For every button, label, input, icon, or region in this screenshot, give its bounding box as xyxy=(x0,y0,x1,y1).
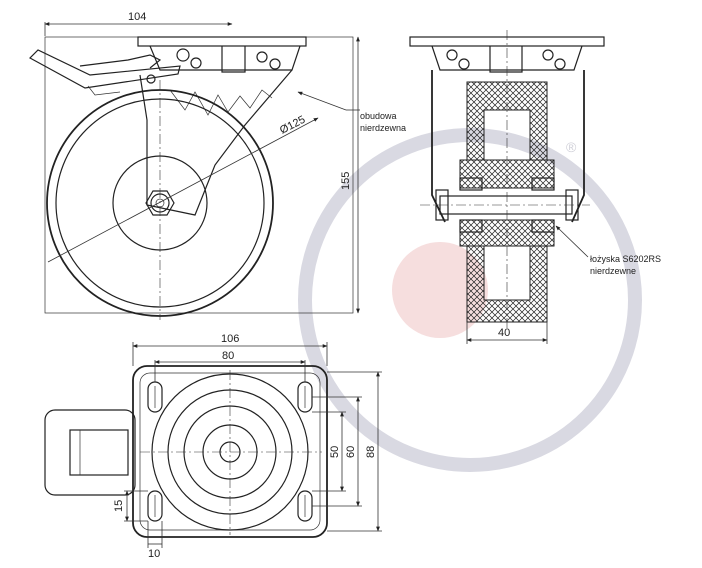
side-ball xyxy=(269,58,281,70)
front-bearing-upper xyxy=(459,177,483,191)
housing-note-line1: obudowa xyxy=(360,111,397,121)
front-wheel-section-bottom xyxy=(466,245,548,323)
mounting-plate xyxy=(132,365,328,538)
bearing-note-line1: łożyska S6202RS xyxy=(590,254,661,264)
wheel-diameter-leader xyxy=(47,117,319,263)
top-view: 106 80 50 60 88 15 10 xyxy=(44,333,382,560)
side-ball xyxy=(256,51,268,63)
side-view: Ø125 104 155 obudowa nierdzewna xyxy=(29,11,406,320)
slot-outer-label: 60 xyxy=(345,446,357,458)
slot-width-label: 10 xyxy=(148,548,160,560)
side-top-plate xyxy=(137,36,307,47)
hole-spacing-x-label: 80 xyxy=(222,350,234,362)
axle-nut xyxy=(145,190,175,216)
mounting-slot-bl xyxy=(147,490,163,522)
side-kingpin xyxy=(221,46,246,73)
front-view: 40 łożyska S6202RS nierdzewne xyxy=(409,30,661,344)
front-bearing-lower xyxy=(531,219,555,233)
side-ball xyxy=(190,57,202,69)
front-bearing-lower xyxy=(459,219,483,233)
bearing-leader xyxy=(555,225,589,258)
side-width-label: 104 xyxy=(128,11,146,23)
plate-width-label: 106 xyxy=(221,333,239,345)
brake-lever xyxy=(29,49,181,96)
front-fork-right xyxy=(571,70,585,223)
hole-spacing-y-label: 50 xyxy=(329,446,341,458)
housing-note-line2: nierdzewna xyxy=(360,123,406,133)
side-height-label: 155 xyxy=(340,172,352,190)
slot-length-label: 15 xyxy=(113,500,125,512)
front-width-label: 40 xyxy=(498,327,510,339)
side-ball xyxy=(176,48,190,62)
top-brake-stub-inner xyxy=(69,429,129,476)
top-brake-stub-outer xyxy=(44,409,136,496)
front-bearing-upper xyxy=(531,177,555,191)
watermark-registered-mark: ® xyxy=(566,139,577,155)
plate-depth-label: 88 xyxy=(365,446,377,458)
fork-ribs xyxy=(169,89,273,116)
fork-housing xyxy=(139,69,293,216)
bearing-note-line2: nierdzewne xyxy=(590,266,636,276)
housing-leader xyxy=(297,91,347,111)
wheel-diameter-label: Ø125 xyxy=(278,114,307,137)
front-fork-left xyxy=(431,70,446,223)
